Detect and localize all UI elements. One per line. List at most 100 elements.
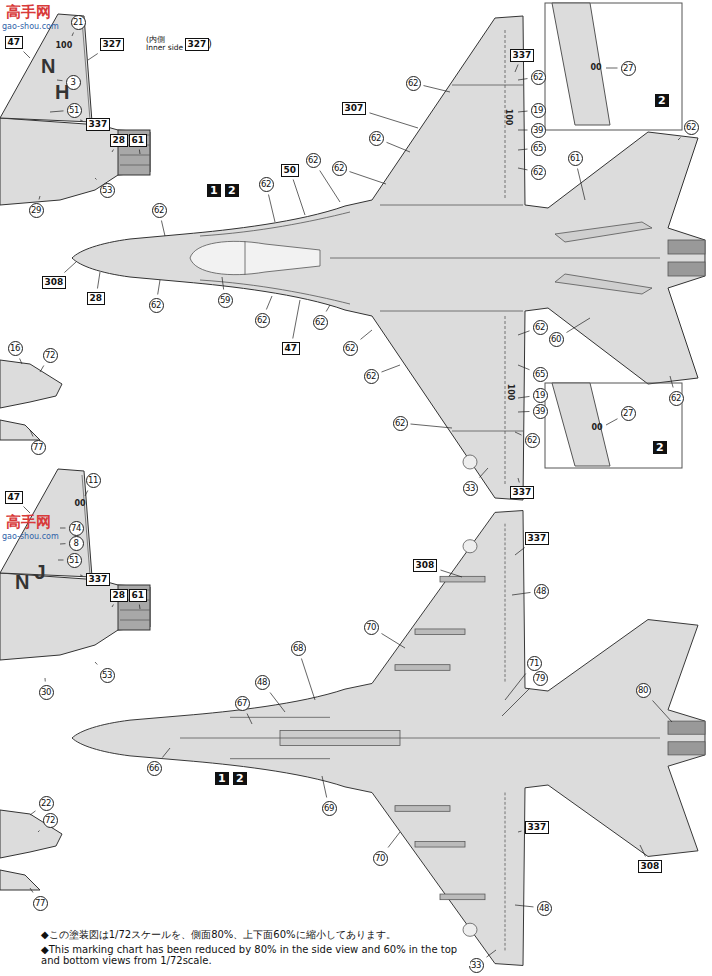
callout-number: 21 <box>71 15 86 30</box>
leader-line <box>382 633 406 648</box>
leader-line <box>266 296 272 310</box>
leader-line <box>678 138 681 141</box>
leader-line <box>382 365 401 372</box>
callout-number: 62 <box>531 70 546 85</box>
leader-line <box>606 68 618 69</box>
callout-number: 79 <box>533 671 548 686</box>
callout-number: 19 <box>531 103 546 118</box>
leader-line <box>58 560 64 561</box>
callout-number: 62 <box>369 131 384 146</box>
leader-line <box>293 300 300 339</box>
tail-code-letter: J <box>35 562 46 582</box>
callout-number: 62 <box>313 315 328 330</box>
leader-line <box>322 776 327 798</box>
leader-line <box>518 130 528 131</box>
boxed-callout-number: 28 <box>87 292 106 305</box>
leader-line <box>301 659 315 701</box>
leader-line <box>388 832 400 848</box>
callout-number: 72 <box>43 348 58 363</box>
leader-line <box>60 528 66 529</box>
boxed-callout-number: 28 <box>110 589 129 602</box>
callout-number: 39 <box>531 123 546 138</box>
leader-line <box>487 950 497 957</box>
boxed-callout-number: 28 <box>110 134 129 147</box>
scale-note: ◆This marking chart has been reduced by … <box>40 944 470 966</box>
leader-line <box>222 277 224 290</box>
leader-line <box>567 318 591 333</box>
leader-line <box>161 221 165 237</box>
leader-line <box>518 331 530 335</box>
leader-line <box>95 178 97 180</box>
callout-number: 74 <box>69 521 84 536</box>
callout-number: 62 <box>343 341 358 356</box>
leader-line <box>112 605 113 608</box>
callout-number: 48 <box>255 675 270 690</box>
callout-number: 53 <box>100 183 115 198</box>
callout-number: 62 <box>332 161 347 176</box>
watermark: 高手网 <box>6 5 51 20</box>
leader-line <box>441 570 463 577</box>
callout-number: 66 <box>147 761 162 776</box>
boxed-callout-number: 308 <box>42 276 67 289</box>
version-badge: 2 <box>233 772 247 785</box>
leader-line <box>45 678 46 682</box>
callout-number: 65 <box>531 141 546 156</box>
callout-number: 62 <box>525 433 540 448</box>
tail-code-letter: N <box>15 572 29 592</box>
boxed-callout-number: 337 <box>86 573 111 586</box>
callout-number: 39 <box>533 404 548 419</box>
boxed-callout-number: 327 <box>100 38 125 51</box>
callout-number: 68 <box>291 641 306 656</box>
version-badge: 2 <box>655 94 669 107</box>
callout-number: 48 <box>537 901 552 916</box>
leader-line <box>411 424 453 428</box>
leader-line <box>72 33 74 37</box>
marking-text: 00 <box>592 424 603 432</box>
leader-line <box>30 811 36 815</box>
callout-number: 71 <box>527 656 542 671</box>
leader-line <box>40 366 44 373</box>
leader-line <box>30 430 33 437</box>
callout-number: 33 <box>463 481 478 496</box>
version-badge: 2 <box>653 441 667 454</box>
leader-line <box>515 432 522 435</box>
boxed-callout-number: 47 <box>5 491 24 504</box>
boxed-callout-number: 337 <box>525 821 550 834</box>
leader-line <box>653 701 672 723</box>
leader-line <box>97 272 100 289</box>
callout-number: 62 <box>306 153 321 168</box>
boxed-callout-number: 308 <box>638 860 663 873</box>
callout-number: 53 <box>100 668 115 683</box>
leader-line <box>387 142 411 152</box>
version-badge: 1 <box>215 772 229 785</box>
callout-number: 77 <box>33 896 48 911</box>
callout-number: 16 <box>8 341 23 356</box>
leader-line <box>518 168 528 170</box>
leader-line <box>518 396 530 398</box>
leader-line <box>505 674 526 701</box>
boxed-callout-number: 47 <box>282 342 301 355</box>
boxed-callout-number: 61 <box>129 134 148 147</box>
boxed-callout-number: 337 <box>510 486 535 499</box>
callout-number: 62 <box>406 76 421 91</box>
leader-line <box>326 305 330 312</box>
marking-text: 00 <box>591 64 602 72</box>
watermark: 高手网 <box>6 515 51 530</box>
leader-line <box>112 150 113 153</box>
leader-line <box>515 905 534 907</box>
leader-line <box>85 491 88 497</box>
callout-number: 70 <box>373 851 388 866</box>
leader-line <box>20 359 22 365</box>
marking-text: 100 <box>56 42 73 50</box>
callout-number: 80 <box>636 683 651 698</box>
callout-number: 65 <box>533 367 548 382</box>
boxed-callout-number: 47 <box>5 36 24 49</box>
boxed-callout-number: 327 <box>185 38 210 51</box>
leader-line <box>88 54 98 61</box>
leader-line <box>518 831 522 833</box>
callout-number: 48 <box>534 584 549 599</box>
leader-line <box>578 169 586 201</box>
version-badge: 1 <box>207 184 221 197</box>
